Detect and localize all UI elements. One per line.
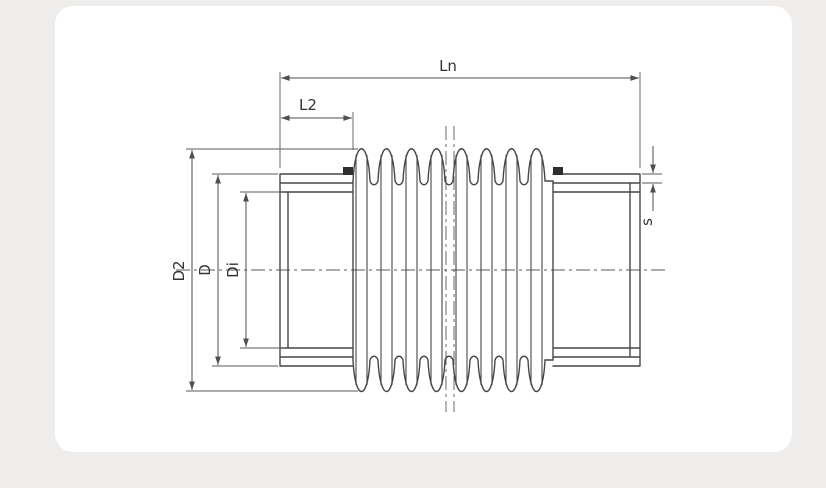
dimension-label-l2: L2 <box>299 96 317 114</box>
dimension-l2: L2 <box>281 96 354 150</box>
bellows-wall-lines <box>355 155 543 385</box>
dimension-s: s <box>638 146 662 226</box>
dimension-label-di: Di <box>224 262 242 278</box>
dimension-d: D <box>196 173 278 367</box>
bellows-top-profile <box>352 148 554 186</box>
dimension-di: Di <box>224 191 284 349</box>
dimension-d2: D2 <box>170 148 358 392</box>
drawing-canvas <box>55 6 792 452</box>
centerlines <box>176 126 668 412</box>
bellows-bottom-profile <box>352 355 554 393</box>
dimension-label-d2: D2 <box>170 260 188 281</box>
weld-bead-right <box>553 167 563 175</box>
dimension-label-s: s <box>638 218 656 226</box>
dimension-ln: Ln <box>279 57 641 168</box>
right-collar <box>552 167 641 367</box>
dimension-label-ln: Ln <box>439 57 457 75</box>
weld-bead-left <box>343 167 353 175</box>
left-collar <box>279 167 354 367</box>
bellows <box>352 148 554 393</box>
dimension-label-d: D <box>196 264 214 276</box>
